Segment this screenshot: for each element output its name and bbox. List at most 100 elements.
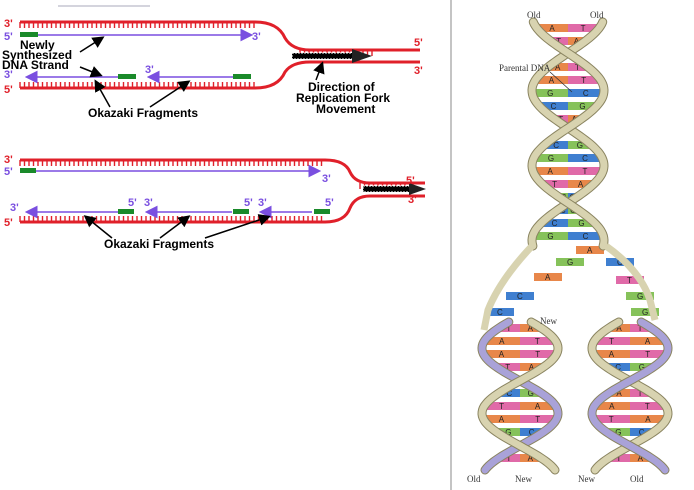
left-daughter-helix-base-letter: C [529, 428, 535, 437]
parental-helix-base-letter: A [555, 63, 561, 72]
right-daughter-helix-base-letter: G [615, 428, 621, 437]
right-daughter-helix-base-letter: T [645, 402, 650, 411]
helix-label-new-center: New [540, 316, 557, 326]
loose-base-letter: T [627, 276, 632, 285]
direction-label-line1: Direction of [308, 80, 376, 94]
right-daughter-helix-base [594, 402, 630, 410]
parental-helix-base-letter: A [549, 76, 555, 85]
loose-base [606, 258, 634, 266]
parental-helix-base-letter: A [578, 180, 584, 189]
parental-helix-base [536, 24, 568, 32]
top-end-5-bottom: 5' [4, 84, 13, 96]
loose-base-letter: A [587, 246, 593, 255]
top-end-5-right: 5' [414, 37, 423, 49]
left-daughter-helix-base-letter: T [535, 350, 540, 359]
left-daughter-helix-base-letter: A [528, 324, 534, 333]
top-primer-1 [118, 74, 136, 79]
bottom-okazaki-pointer-2 [159, 215, 191, 239]
top-end-3-top: 3' [4, 18, 13, 30]
helix-bottom-label-1: Old [467, 474, 481, 484]
right-daughter-helix-base-letter: T [638, 324, 643, 333]
helix-bottom-label-3: New [578, 474, 595, 484]
left-daughter-helix-base [520, 389, 542, 397]
right-daughter-helix-base [630, 350, 667, 358]
bottom-end-3-right: 3' [408, 194, 417, 206]
right-daughter-helix-base [593, 350, 630, 358]
helix-backbones [477, 17, 673, 475]
left-daughter-helix-base-letter: T [505, 363, 510, 372]
loose-base [631, 308, 659, 316]
right-daughter-helix-base [630, 454, 652, 462]
parental-helix-base [568, 102, 597, 110]
right-daughter-helix-base-letter: C [639, 428, 645, 437]
bottom-end-5-bottom: 5' [4, 217, 13, 229]
left-daughter-helix-base-letter: A [529, 363, 535, 372]
right-daughter-helix-base-letter: G [639, 363, 645, 372]
left-daughter-helix-base [498, 324, 520, 332]
left-daughter-helix-base [520, 337, 556, 345]
parental-helix-base-letter: G [547, 89, 553, 98]
loose-base [576, 246, 604, 254]
loose-base-letter: C [497, 308, 503, 317]
left-daughter-helix-base [483, 415, 520, 423]
bottom-end-3-lead: 3' [322, 173, 331, 185]
parental-helix-base [532, 89, 568, 97]
parental-helix-backbone [528, 18, 608, 250]
left-daughter-helix-base-letter: C [506, 389, 512, 398]
right-daughter-helix-base-letter: T [638, 389, 643, 398]
loose-base [534, 273, 562, 281]
helix-label-old-left: Old [527, 10, 541, 20]
helix-label-old-right: Old [590, 10, 604, 20]
loose-base [616, 276, 644, 284]
newly-synthesized-label-line3: DNA Strand [2, 58, 69, 72]
bottom-frag-label-2: 3' [144, 197, 153, 209]
parental-helix-base [568, 154, 603, 162]
top-replication-fork: 3' 5' 3' 3' 5' 5' 3' 3' Newly Synthesize… [2, 18, 423, 120]
parental-helix-base [548, 63, 568, 71]
right-daughter-helix-base [608, 324, 630, 332]
parental-helix-base [568, 89, 604, 97]
left-daughter-helix-base-letter: A [499, 350, 505, 359]
parental-helix-base-letter: G [548, 154, 554, 163]
bottom-fork-arrow-shaft [362, 185, 412, 193]
left-daughter-helix-base [520, 350, 557, 358]
left-daughter-helix-base [520, 415, 557, 423]
loose-base [506, 292, 534, 300]
top-fork-arrow-shaft [291, 52, 355, 60]
right-daughter-helix-base [630, 337, 666, 345]
parental-helix-base [568, 219, 595, 227]
right-daughter-helix-base [630, 363, 654, 371]
right-daughter-helix-base [593, 415, 630, 423]
bottom-okazaki-label: Okazaki Fragments [104, 237, 214, 251]
loose-base-letter: G [642, 308, 648, 317]
parental-helix-base-letter: C [583, 89, 589, 98]
bottom-primer-1 [118, 209, 134, 214]
unwound-left-strand [480, 243, 535, 331]
parental-helix-base [542, 180, 568, 188]
parental-helix-base-letter: C [582, 154, 588, 163]
top-end-3-lead: 3' [252, 31, 261, 43]
left-daughter-helix-base [483, 350, 520, 358]
right-daughter-helix-base-letter: T [616, 454, 621, 463]
newly-synth-pointer-1 [79, 36, 105, 53]
right-daughter-helix-base [630, 402, 666, 410]
left-daughter-helix-base [520, 324, 542, 332]
direction-label-line3: Movement [316, 102, 375, 116]
loose-base-letter: C [617, 258, 623, 267]
parental-helix-base-letter: T [575, 63, 580, 72]
left-daughter-helix-backbone [478, 318, 562, 474]
right-daughter-helix-base [606, 363, 630, 371]
left-daughter-helix-base-letter: T [506, 454, 511, 463]
left-daughter-helix-base [498, 454, 520, 462]
parental-helix-base [568, 167, 604, 175]
parental-helix-base [541, 219, 568, 227]
right-daughter-helix-base [630, 415, 667, 423]
parental-pointer [549, 71, 573, 93]
parental-helix-base-letter: G [579, 102, 585, 111]
right-daughter-helix-base-letter: A [609, 402, 615, 411]
right-daughter-helix-backbone [588, 318, 672, 474]
parental-helix-base-letter: C [553, 141, 559, 150]
right-daughter-helix-base-letter: T [609, 415, 614, 424]
right-daughter-helix-base [630, 324, 652, 332]
unwound-right-strand [603, 243, 659, 321]
